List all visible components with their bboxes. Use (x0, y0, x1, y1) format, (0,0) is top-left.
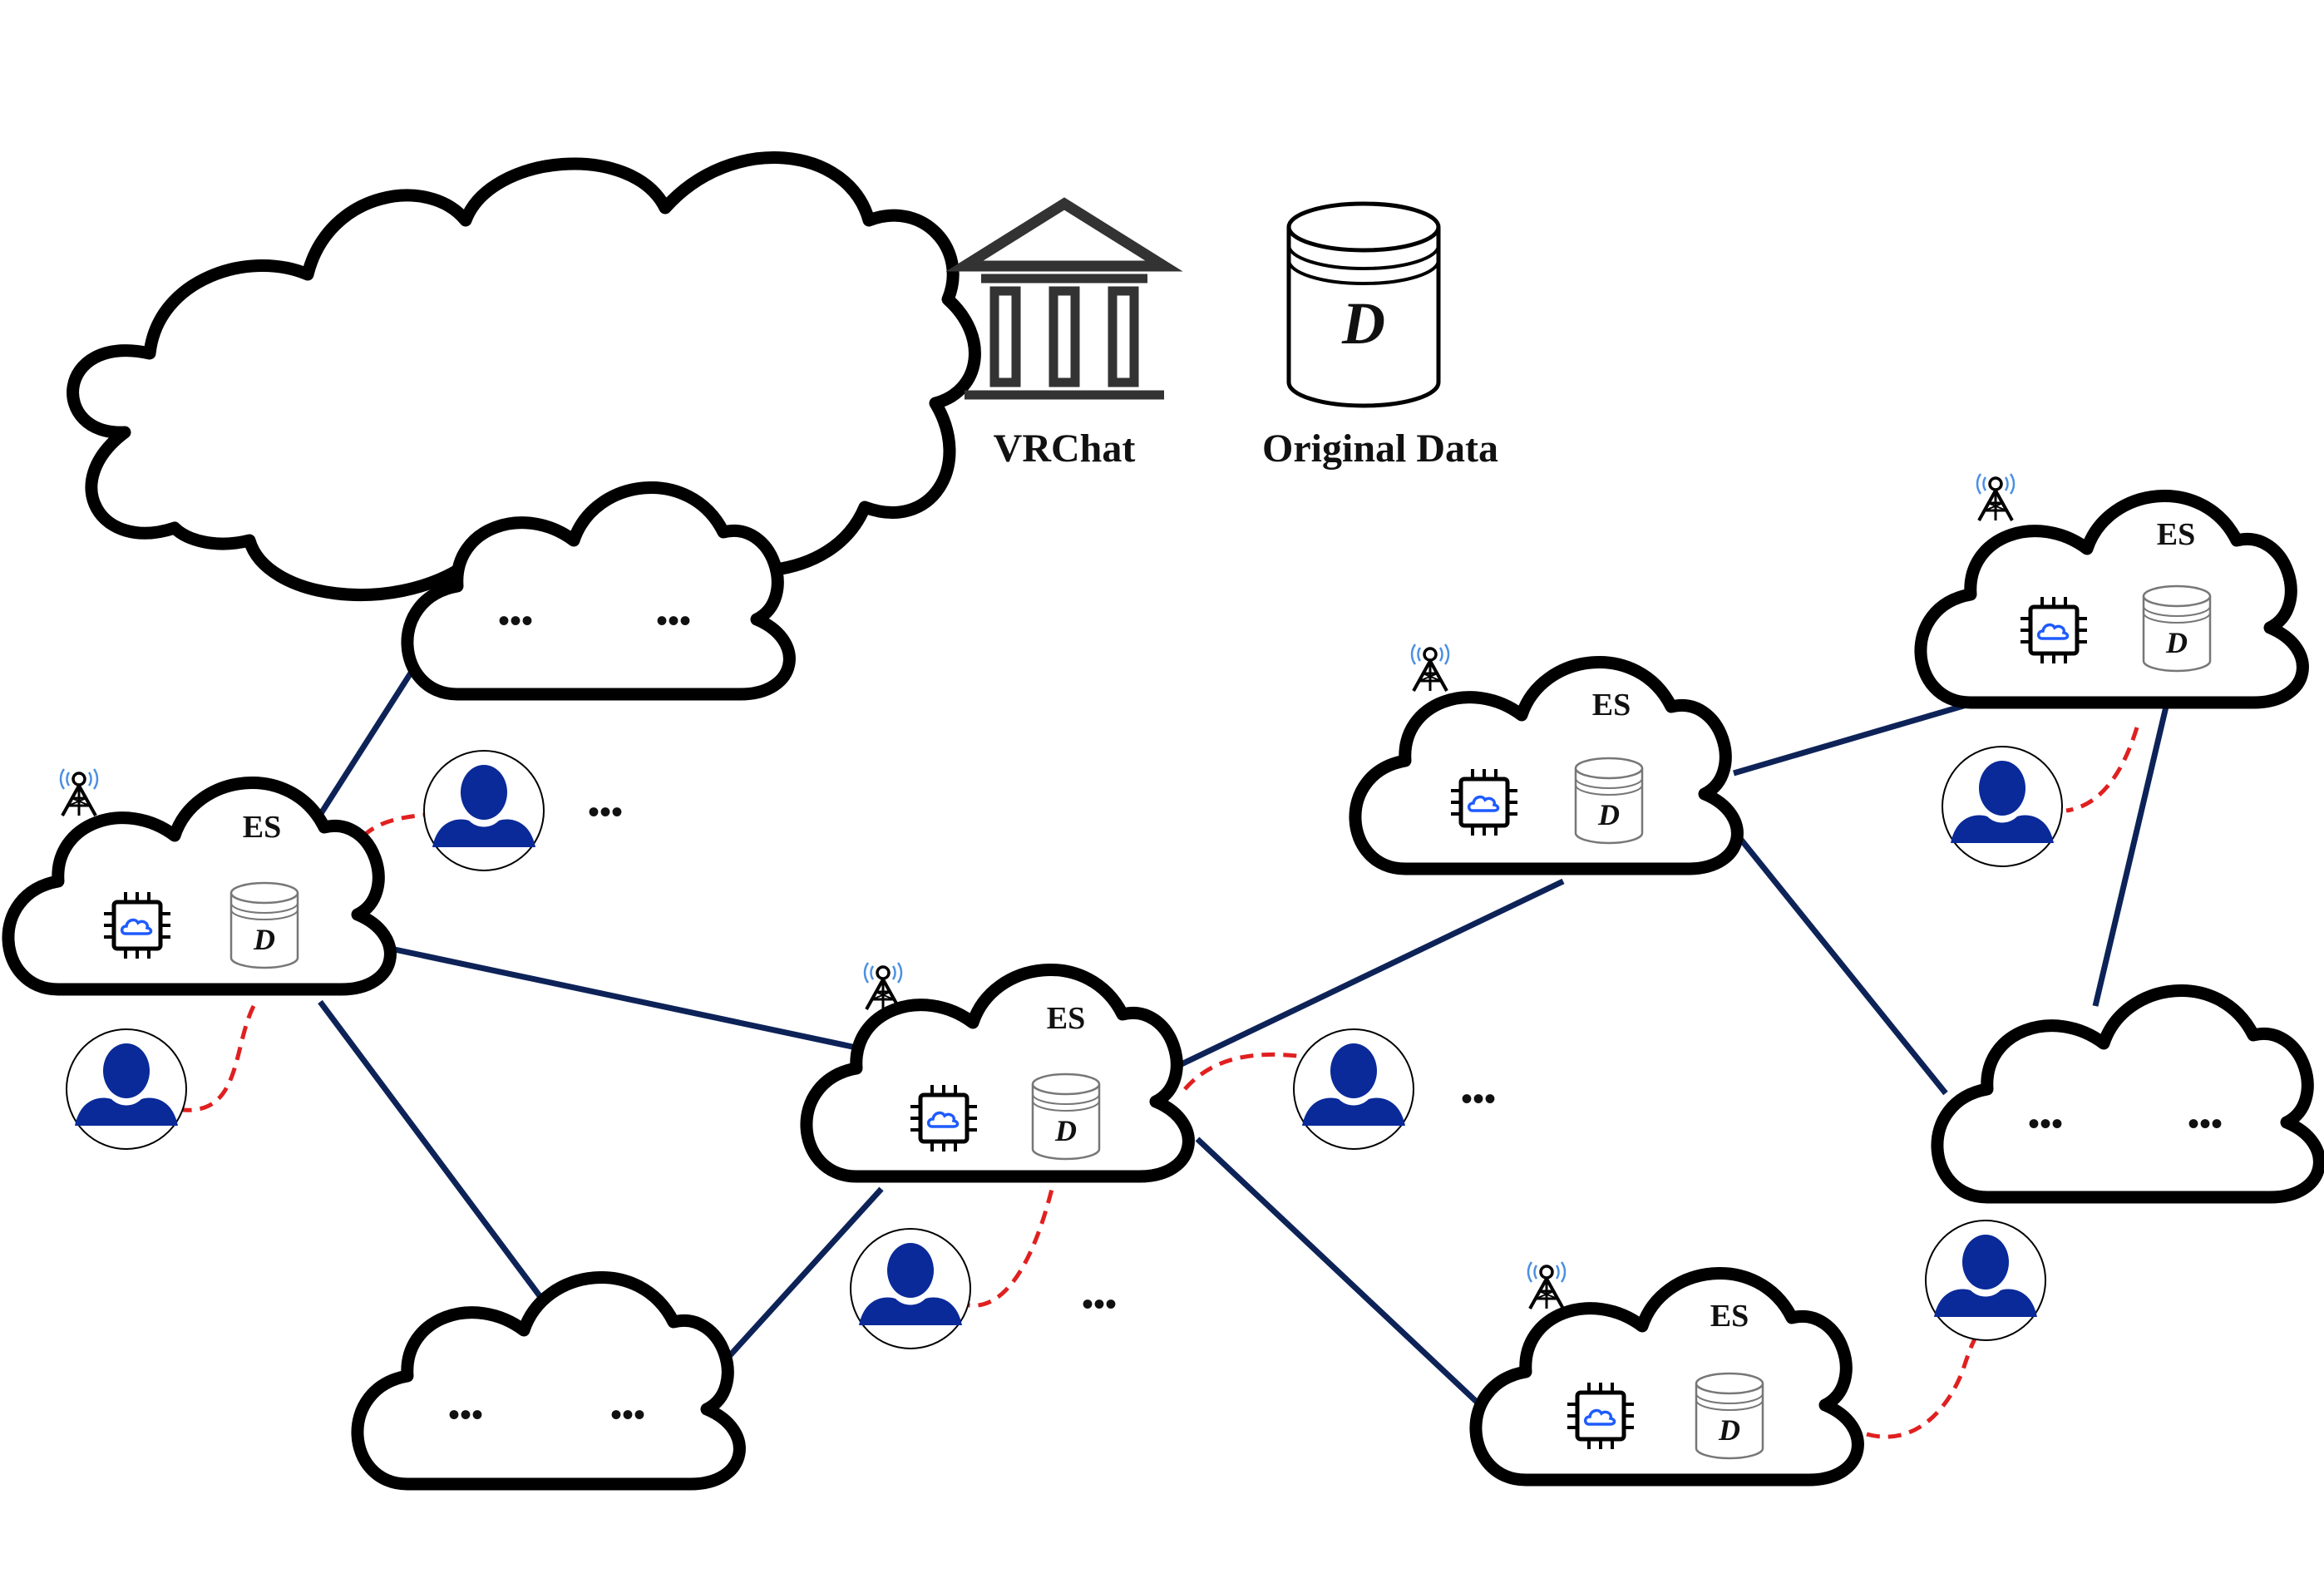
wireless-es4-user (1866, 1320, 1989, 1439)
ellipsis: ••• (2188, 1105, 2223, 1142)
antenna-tower-icon (863, 961, 903, 1011)
wireless-es5-user (2065, 727, 2139, 813)
es-data-symbol: D (253, 923, 275, 956)
ellipsis: ••• (498, 602, 533, 639)
es-label: ES (243, 810, 281, 845)
ellipsis: ••• (656, 602, 691, 639)
es-data-symbol: D (1718, 1413, 1740, 1447)
es-data-symbol: D (1597, 798, 1620, 831)
plain-cloud-top: ••• ••• (407, 487, 789, 694)
link-es3-rightcloud (1735, 833, 1948, 1096)
cpu-chip-cloud-icon (2021, 597, 2087, 663)
link-es3-es5 (1733, 699, 1976, 777)
user-avatar-icon (1942, 746, 2063, 867)
user-avatar-icon (1925, 1220, 2046, 1341)
cpu-chip-cloud-icon (1567, 1383, 1634, 1449)
antenna-tower-icon (59, 767, 100, 817)
antenna-tower-icon (1976, 472, 2016, 522)
es-label: ES (1047, 1001, 1085, 1036)
edge-server-cloud: ES D (1921, 496, 2302, 703)
wireless-es1-user-a (338, 812, 425, 874)
database-cylinder-icon: D (1574, 757, 1644, 845)
ellipsis: ••• (448, 1396, 483, 1433)
user-avatar-icon (66, 1028, 187, 1150)
wireless-es2-user-b (1183, 1052, 1298, 1091)
link-es1-es2 (386, 944, 857, 1051)
link-es2-es4 (1195, 1137, 1483, 1408)
link-es1-topcloud (318, 663, 418, 816)
cpu-chip-cloud-icon (910, 1085, 977, 1151)
antenna-tower-icon (1410, 643, 1450, 693)
link-es5-rightcloud (2092, 706, 2169, 1007)
ellipsis: ••• (588, 793, 623, 831)
database-cylinder-icon: D (229, 881, 299, 969)
link-es1-bottomcloud (318, 999, 543, 1299)
central-data-symbol: D (1341, 290, 1385, 357)
institution-label: VRChat (994, 427, 1136, 471)
plain-cloud-right: ••• ••• (1937, 990, 2319, 1197)
database-cylinder-icon: D (1695, 1372, 1764, 1460)
edge-server-cloud: ES D (8, 782, 390, 989)
data-label: Original Data (1262, 427, 1498, 471)
central-cloud: VRChat D Original Data (73, 158, 1498, 597)
plain-cloud-bottom: ••• ••• (358, 1277, 739, 1484)
backbone-links (318, 663, 2169, 1408)
ellipsis: ••• (610, 1396, 645, 1433)
database-cylinder-icon: D (1286, 201, 1441, 408)
es-data-symbol: D (2165, 626, 2188, 659)
es-label: ES (1710, 1299, 1749, 1334)
antenna-tower-icon (1527, 1260, 1567, 1310)
es-data-symbol: D (1054, 1114, 1077, 1147)
cpu-chip-cloud-icon (1451, 769, 1517, 836)
ellipsis: ••• (2028, 1105, 2063, 1142)
es-label: ES (2157, 517, 2195, 552)
link-es2-bottomcloud (713, 1186, 884, 1374)
es-label: ES (1592, 688, 1631, 722)
edge-server-cloud: ES D (1476, 1273, 1858, 1480)
bank-building-icon (945, 197, 1183, 400)
edge-server-cloud: ES D (1355, 662, 1737, 869)
wireless-es1-user-b (182, 1004, 256, 1112)
user-avatar-icon (850, 1228, 971, 1349)
database-cylinder-icon: D (1031, 1073, 1101, 1161)
user-avatar-icon (423, 750, 545, 871)
link-es2-es3 (1162, 878, 1565, 1076)
edge-server-cloud: ES D (807, 969, 1188, 1176)
user-avatar-icon (1293, 1028, 1414, 1150)
cpu-chip-cloud-icon (104, 892, 170, 959)
ellipsis: ••• (1461, 1080, 1496, 1117)
database-cylinder-icon: D (2142, 584, 2212, 673)
ellipsis: ••• (1082, 1285, 1117, 1323)
